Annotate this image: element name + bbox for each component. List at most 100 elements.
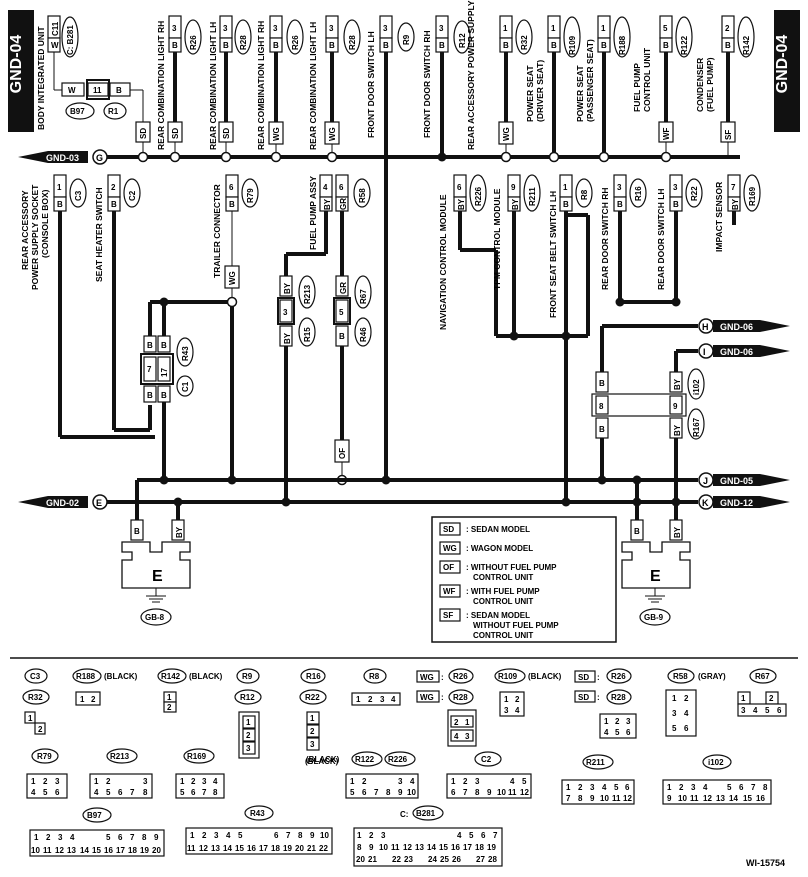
svg-text:R109: R109 — [568, 35, 577, 55]
svg-text:R26: R26 — [453, 672, 468, 681]
svg-text:R28: R28 — [348, 35, 357, 50]
svg-text:4: 4 — [684, 709, 689, 718]
svg-text:7: 7 — [493, 831, 498, 840]
svg-text:10: 10 — [497, 788, 506, 797]
svg-text:R8: R8 — [580, 189, 589, 200]
svg-text:4: 4 — [703, 783, 708, 792]
svg-text:6: 6 — [339, 183, 344, 192]
svg-text:BY: BY — [457, 198, 466, 210]
svg-text:1: 1 — [604, 717, 609, 726]
svg-text:12: 12 — [199, 844, 208, 853]
svg-text:12: 12 — [623, 794, 632, 803]
svg-text:5: 5 — [614, 783, 619, 792]
svg-text:BY: BY — [175, 526, 184, 538]
svg-text:2: 2 — [202, 831, 207, 840]
svg-text:5: 5 — [672, 724, 677, 733]
svg-text:B: B — [116, 86, 122, 95]
svg-text:3: 3 — [214, 831, 219, 840]
svg-text::: : — [441, 673, 444, 682]
svg-text:3: 3 — [383, 24, 388, 33]
svg-text:B: B — [673, 200, 679, 209]
svg-text:R188: R188 — [76, 672, 96, 681]
front-door-switch-rh-drop: FRONT DOOR SWITCH RH 3 B R12 — [422, 15, 471, 162]
svg-text:R43: R43 — [181, 346, 190, 361]
svg-text:B: B — [273, 41, 279, 50]
svg-text:2: 2 — [310, 727, 315, 736]
svg-text:13: 13 — [716, 794, 725, 803]
svg-text:R22: R22 — [305, 693, 320, 702]
svg-text:3: 3 — [691, 783, 696, 792]
svg-text:5: 5 — [469, 831, 474, 840]
svg-text:17: 17 — [116, 846, 125, 855]
svg-text:4: 4 — [213, 777, 218, 786]
svg-text:10: 10 — [320, 831, 329, 840]
svg-text:B: B — [383, 41, 389, 50]
svg-text:16: 16 — [247, 844, 256, 853]
svg-text:WF: WF — [662, 127, 671, 140]
svg-text:3: 3 — [202, 777, 207, 786]
svg-text:5: 5 — [238, 831, 243, 840]
svg-text:7: 7 — [566, 794, 571, 803]
bus-gnd-02-gnd-12: GND-02 E K GND-12 — [18, 480, 790, 520]
svg-text:R1: R1 — [108, 107, 119, 116]
svg-text:GND-04: GND-04 — [8, 35, 25, 94]
svg-text:2: 2 — [246, 731, 251, 740]
svg-text:GB-9: GB-9 — [644, 613, 664, 622]
svg-text:R46: R46 — [359, 327, 368, 342]
svg-text:3: 3 — [439, 24, 444, 33]
svg-text:5: 5 — [727, 783, 732, 792]
svg-text:2: 2 — [368, 695, 373, 704]
svg-text:7: 7 — [751, 783, 756, 792]
svg-text:5: 5 — [663, 24, 668, 33]
svg-text:5: 5 — [106, 788, 111, 797]
svg-text:C2: C2 — [128, 190, 137, 201]
svg-text:2: 2 — [111, 183, 116, 192]
svg-text:3: 3 — [398, 777, 403, 786]
svg-text:BY: BY — [673, 378, 682, 390]
svg-text:BY: BY — [731, 198, 740, 210]
svg-text:11: 11 — [187, 844, 196, 853]
svg-text:2: 2 — [46, 833, 51, 842]
svg-text:4: 4 — [457, 831, 462, 840]
svg-text:20: 20 — [356, 855, 365, 864]
svg-text:R226: R226 — [388, 755, 408, 764]
svg-text:FRONT SEAT BELT SWITCH LH: FRONT SEAT BELT SWITCH LH — [548, 191, 558, 318]
svg-text:R211: R211 — [528, 187, 537, 206]
svg-text:SD: SD — [578, 673, 589, 682]
fuel-pump-control-unit-drop: FUEL PUMP CONTROL UNIT 5 B R122 WF — [632, 15, 693, 163]
svg-text:B: B — [563, 200, 569, 209]
svg-text:1: 1 — [667, 783, 672, 792]
svg-text:B: B — [551, 41, 557, 50]
svg-text:B: B — [111, 200, 117, 209]
svg-text:2: 2 — [106, 777, 111, 786]
power-seat-driver-drop: POWER SEAT (DRIVER SEAT) 1 B R109 — [525, 15, 581, 163]
bus-i-gnd-06: I GND-06 — [674, 343, 790, 372]
svg-text:R169: R169 — [187, 752, 207, 761]
svg-text:1: 1 — [310, 714, 315, 723]
svg-text:6: 6 — [777, 706, 782, 715]
svg-text:R142: R142 — [161, 672, 181, 681]
svg-text:3: 3 — [465, 732, 470, 741]
svg-text:B: B — [147, 391, 153, 400]
svg-text:WF: WF — [443, 587, 456, 596]
svg-text:14: 14 — [427, 843, 436, 852]
svg-text:8: 8 — [213, 788, 218, 797]
lower-left-components: REAR ACCESSORY POWER SUPPLY SOCKET (CONS… — [20, 174, 372, 502]
svg-text:2: 2 — [679, 783, 684, 792]
svg-text:B: B — [725, 41, 731, 50]
svg-text:28: 28 — [488, 855, 497, 864]
svg-text:GND-12: GND-12 — [720, 498, 753, 508]
svg-text:9: 9 — [487, 788, 492, 797]
svg-text:1: 1 — [451, 777, 456, 786]
svg-text:(CONSOLE BOX): (CONSOLE BOX) — [40, 189, 50, 258]
svg-text:5: 5 — [765, 706, 770, 715]
svg-text:C3: C3 — [30, 672, 41, 681]
svg-text:(BLACK): (BLACK) — [305, 757, 339, 766]
svg-text:7: 7 — [374, 788, 379, 797]
page-tag-right: GND-04 — [774, 10, 800, 132]
svg-text:4: 4 — [753, 706, 758, 715]
svg-text:B281: B281 — [416, 809, 436, 818]
svg-text:: WITH FUEL PUMP: : WITH FUEL PUMP — [466, 587, 540, 596]
svg-text:11: 11 — [43, 846, 52, 855]
svg-text:6: 6 — [118, 788, 123, 797]
